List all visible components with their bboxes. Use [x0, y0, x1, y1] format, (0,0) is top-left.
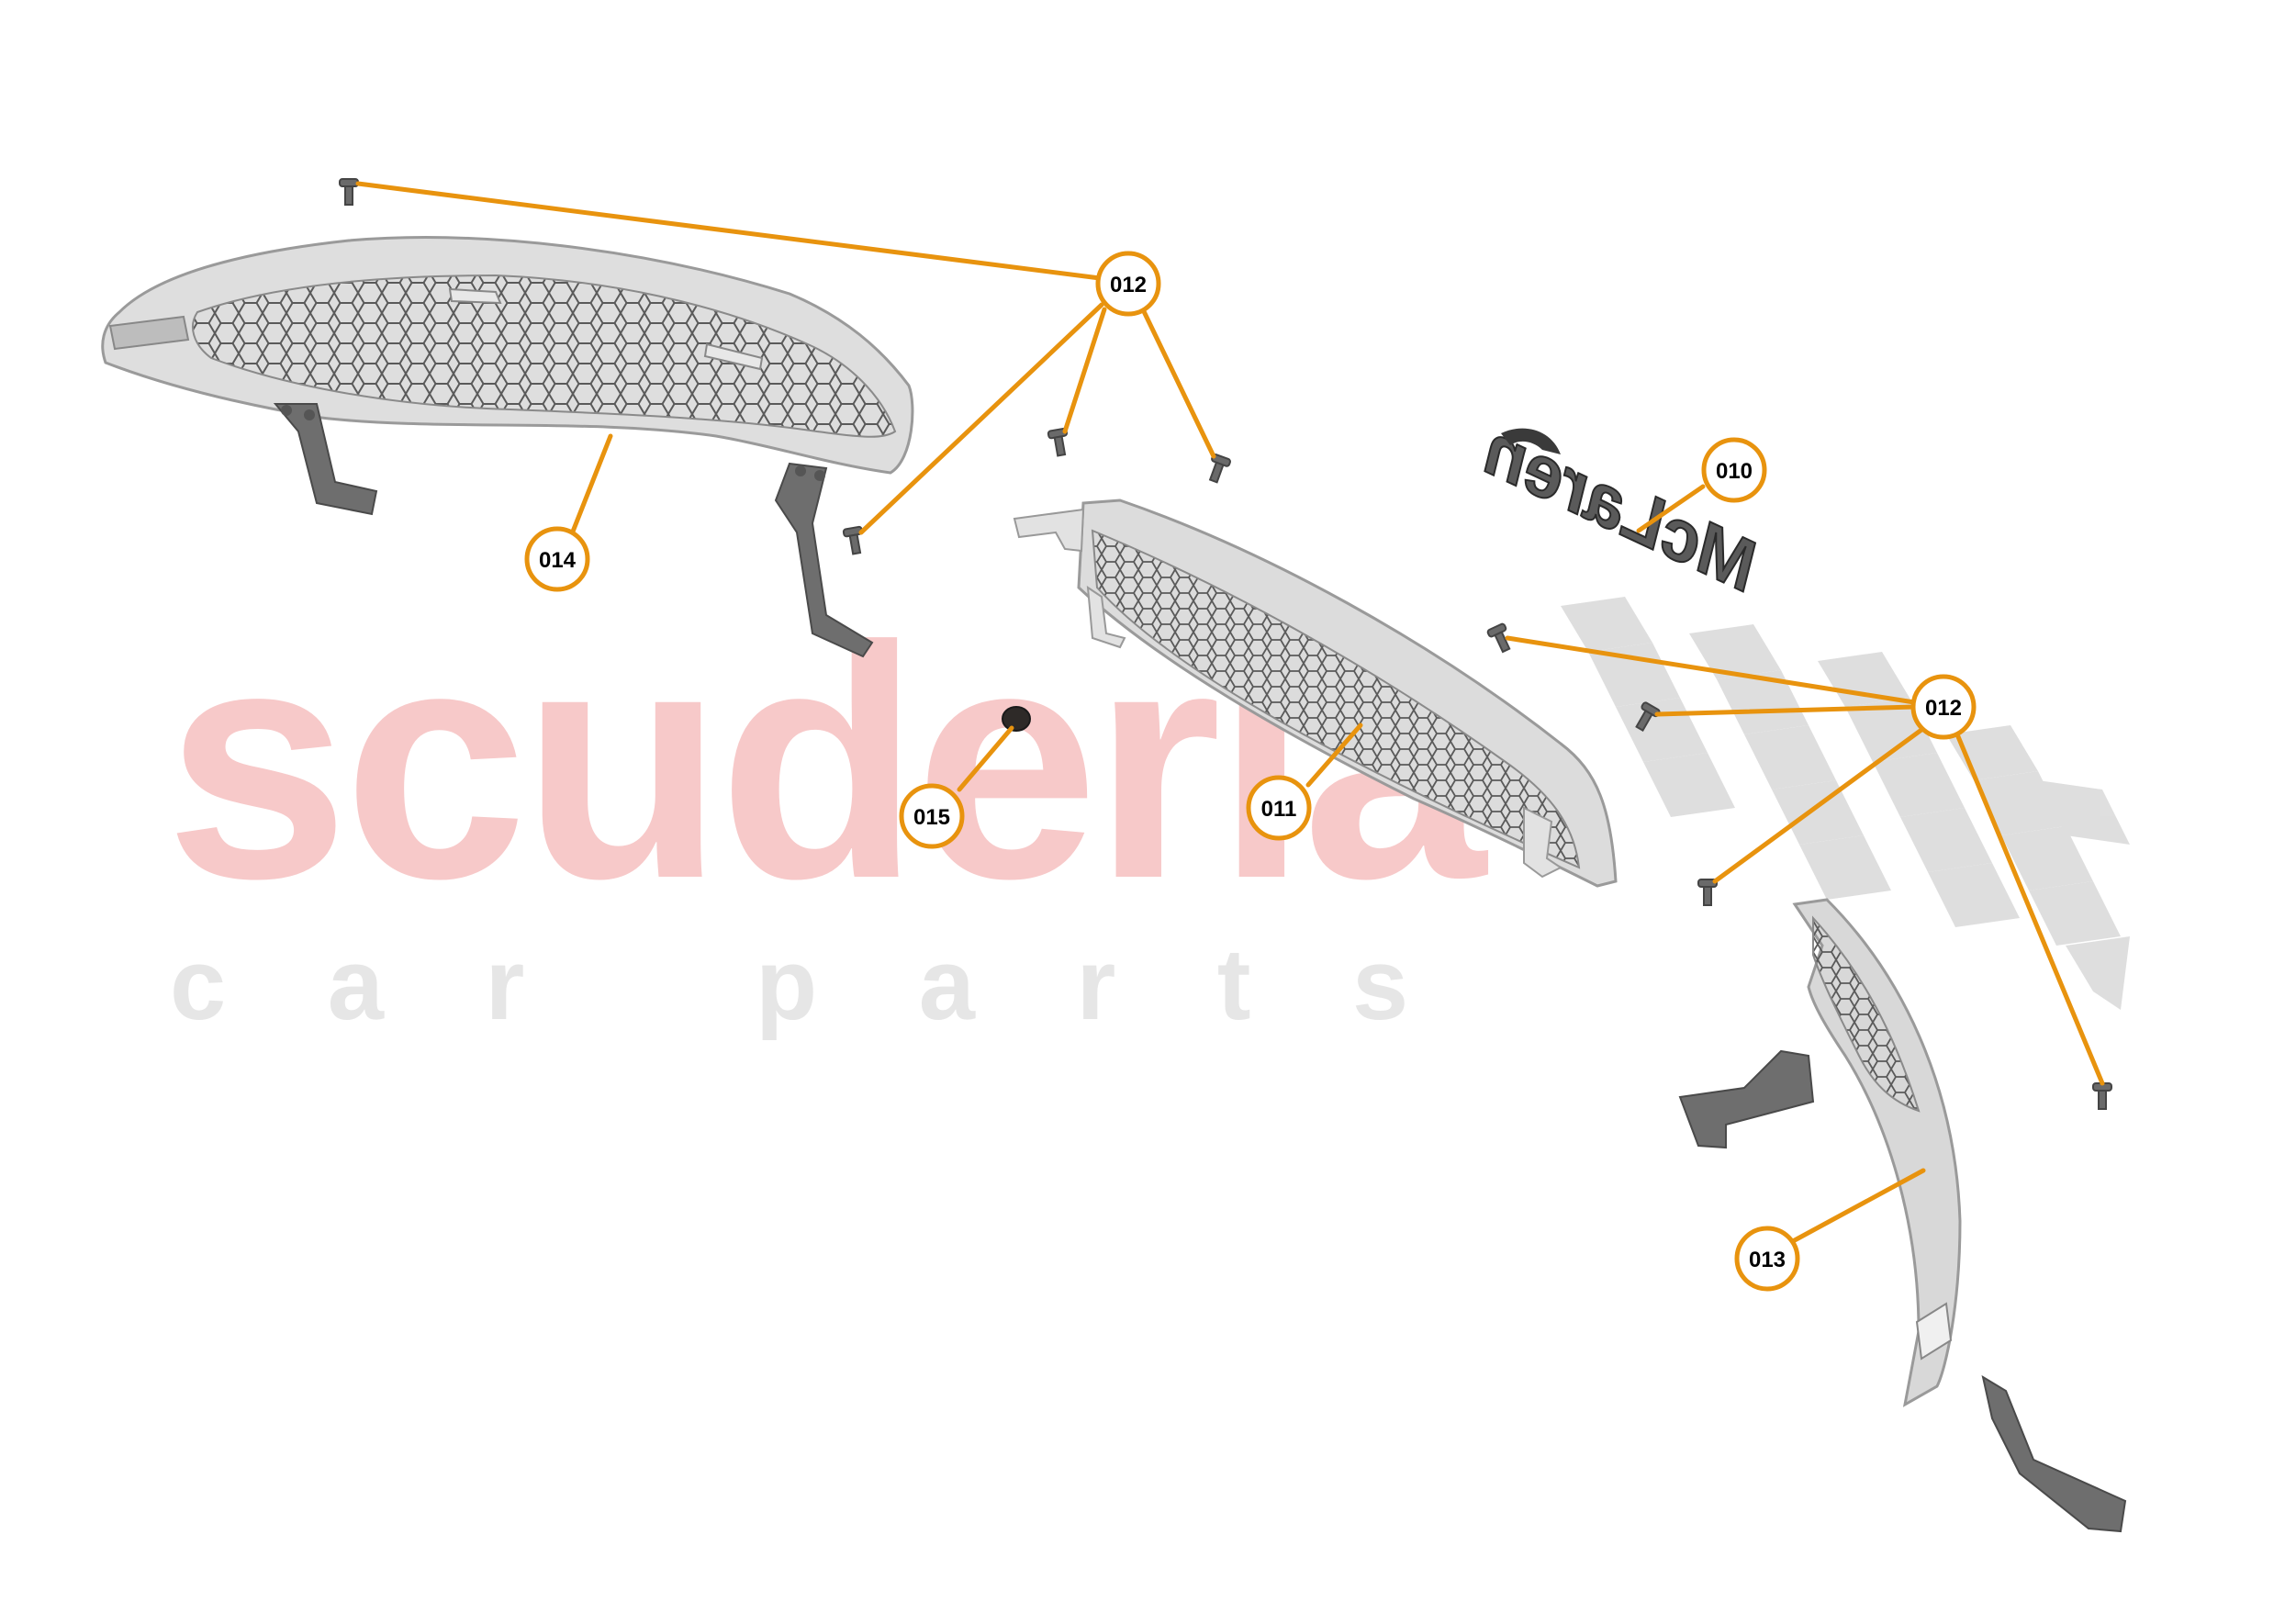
callout-012-top[interactable]: 012	[1095, 251, 1161, 317]
leader-lines	[355, 181, 2105, 1244]
leader-010	[1636, 484, 1706, 533]
part-015-clip	[1002, 706, 1031, 732]
screws-012	[339, 178, 2112, 1110]
leader-012b-2	[1654, 704, 1917, 717]
callout-label: 013	[1749, 1248, 1786, 1272]
leader-012b-3	[1712, 727, 1924, 884]
callout-011[interactable]: 011	[1246, 775, 1312, 841]
screw-icon	[2092, 1082, 2112, 1110]
watermark-sub-text: c a r p a r t s	[170, 928, 1445, 1041]
leader-015	[957, 725, 1014, 792]
part-013-right-grille	[1678, 898, 2127, 1533]
part-010-mclaren-badge: McLaren	[1470, 408, 1773, 607]
screw-icon	[842, 525, 864, 555]
leader-013	[1790, 1168, 1926, 1244]
leader-012b-1	[1505, 635, 1917, 705]
callout-012-right[interactable]: 012	[1910, 674, 1977, 740]
callout-014[interactable]: 014	[524, 526, 590, 592]
screw-icon	[1697, 879, 1718, 906]
leader-012a-2	[1062, 307, 1107, 434]
callout-label: 012	[1925, 696, 1962, 721]
part-014-left-grille	[101, 236, 914, 658]
leader-012a-1	[355, 181, 1103, 281]
callout-label: 012	[1110, 273, 1147, 297]
screw-icon	[1486, 622, 1511, 654]
callout-010[interactable]: 010	[1701, 437, 1767, 503]
leader-012b-4	[1954, 732, 2105, 1086]
screw-icon	[1208, 454, 1231, 484]
callouts: 012 010 014 012 011 015 013	[524, 251, 1977, 1292]
callout-label: 010	[1716, 459, 1753, 484]
screw-icon	[339, 178, 359, 206]
callout-label: 015	[913, 805, 950, 830]
screw-icon	[1047, 427, 1069, 457]
leader-012a-3	[1138, 303, 1216, 459]
part-011-centre-grille	[1013, 498, 1618, 888]
callout-015[interactable]: 015	[899, 783, 965, 849]
leader-014	[568, 433, 613, 539]
leader-011	[1305, 722, 1363, 788]
callout-label: 011	[1261, 797, 1297, 822]
leader-012a-4	[858, 302, 1104, 535]
callout-013[interactable]: 013	[1734, 1226, 1800, 1292]
callout-label: 014	[539, 548, 577, 573]
